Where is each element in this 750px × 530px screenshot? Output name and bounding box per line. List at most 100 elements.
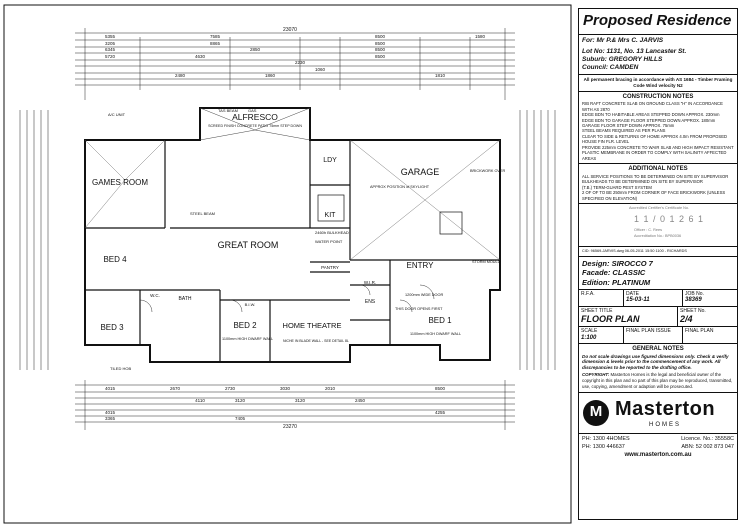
stamp-line-2: Accreditation No.: BPB0036: [634, 233, 682, 238]
certifier-stamp: Accredited Certifier's Certificate No. 1…: [579, 204, 737, 247]
edition: Edition: PLATINUM: [582, 277, 651, 287]
construction-notes: CONSTRUCTION NOTES RIB RAFT CONCRETE SLA…: [579, 92, 737, 165]
label-wide-door: 1200mm WIDE DOOR: [405, 293, 443, 297]
room-bed2: BED 2: [233, 321, 257, 330]
dim-bottom-10: 2450: [355, 398, 366, 403]
final-plan-cell: FINAL PLAN ISSUE: [624, 327, 683, 344]
dim-bottom-1: 4015: [105, 386, 116, 391]
rfa-label: R.F.A.: [581, 291, 595, 298]
label-steel-beam: STEEL BEAM: [190, 211, 215, 216]
additional-notes-heading: ADDITIONAL NOTES: [628, 166, 688, 173]
brand-logo: M Masterton HOMES: [579, 393, 737, 435]
label-bulkhead: 2460h BULKHEAD: [315, 230, 349, 235]
scale-label: SCALE: [581, 328, 598, 335]
suburb: Suburb: GREGORY HILLS: [582, 56, 663, 63]
job-number: 38369: [685, 297, 702, 304]
additional-note-2: (T.B.) TERM-GUARD PEST SYSTEM: [582, 184, 652, 190]
room-games: GAMES ROOM: [92, 178, 148, 187]
dim-top-18: 1810: [435, 73, 446, 78]
sheet-border: [3, 4, 572, 524]
label-opens-first: THIS DOOR OPENS FIRST: [395, 307, 443, 311]
construction-note-4: STEEL BEAMS REQUIRED AS PER PLANS: [582, 128, 666, 134]
room-home-theatre: HOME THEATRE: [283, 321, 342, 330]
final-plan: FINAL PLAN: [685, 328, 714, 335]
dim-top-16: 2480: [175, 73, 186, 78]
dim-bottom-13: 4255: [435, 410, 446, 415]
abn: ABN: 52 002 873 047: [681, 443, 734, 450]
dim-top-3: 8500: [375, 34, 386, 39]
label-storm-mould: STORM MOULD: [472, 260, 501, 264]
construction-note-5: CLEAR TO SIDE & RETURNS OF HOME APPROX 4…: [582, 133, 728, 145]
dim-top-14: 2230: [295, 60, 306, 65]
floor-plan-drawing: 23070 5355 7585 8500 1580 3205 8865 8500…: [3, 4, 572, 524]
door-swings: [139, 284, 435, 313]
stamp-line-0: Accredited Certifier's Certificate No.: [629, 205, 690, 210]
side-dimensions: [19, 110, 556, 370]
design-info: Design: SIROCCO 7 Facade: CLASSIC Editio…: [579, 257, 737, 291]
dim-bottom-8: 3120: [235, 398, 246, 403]
label-brickwork: BRICKWORK OVER: [470, 169, 505, 173]
scale-value: 1:100: [581, 334, 597, 341]
dim-top-9: 2850: [250, 47, 261, 52]
construction-note-2: EDGE BDN TO GARAGE FLOOR STEPPED DOWN AP…: [582, 117, 716, 123]
brand-sub: HOMES: [649, 421, 682, 428]
additional-note-3: 2 OF OF TO BE 250mm FROM CORNER OF FACE …: [582, 190, 726, 201]
sheet-title-label: SHEET TITLE: [581, 307, 613, 314]
dim-bottom-5: 2010: [325, 386, 336, 391]
dim-top-13: 8500: [375, 54, 386, 59]
dim-top-4: 1580: [475, 34, 486, 39]
stamp-line-1: Officer : C. Rees: [634, 227, 662, 232]
dim-top-11: 5720: [105, 54, 116, 59]
dim-bottom-4: 3030: [280, 386, 291, 391]
room-kit: KIT: [325, 212, 337, 219]
bottom-dimensions: [75, 380, 515, 430]
client-name: For: Mr P.& Mrs C. JARVIS: [582, 36, 664, 44]
copyright-text: Masterton Homes is the legal and benefic…: [582, 372, 733, 389]
room-bath: BATH: [179, 296, 192, 302]
dim-top-15: 1060: [315, 67, 326, 72]
room-ens: ENS: [365, 299, 376, 305]
room-wir: W.I.R.: [364, 280, 376, 285]
dim-top-17: 1860: [265, 73, 276, 78]
job-label: JOB No.: [685, 291, 704, 298]
dim-bottom-6: 8500: [435, 386, 446, 391]
general-notes: GENERAL NOTES Do not scale drawings use …: [579, 344, 737, 393]
bracing-note: All permanent bracing in accordance with…: [579, 75, 737, 92]
dim-top-7: 8500: [375, 41, 386, 46]
lot-number: Lot No: 1131, No. 13 Lancaster St.: [582, 47, 687, 55]
dim-top-0: 23070: [283, 27, 297, 33]
final-plan-issue: FINAL PLAN ISSUE: [626, 328, 671, 335]
website-link[interactable]: www.masterton.com.au: [624, 451, 692, 458]
sheet-title: FLOOR PLAN: [581, 314, 640, 325]
dim-top-10: 8500: [375, 47, 386, 52]
facade: Facade: CLASSIC: [582, 268, 646, 278]
label-dwarf-wall-bed1: 1100mm HIGH DWARF WALL: [410, 332, 461, 336]
room-great-room: GREAT ROOM: [218, 240, 279, 250]
general-notes-heading: GENERAL NOTES: [632, 346, 684, 353]
dim-bottom-2: 2670: [170, 386, 181, 391]
copyright-heading: COPYRIGHT:: [582, 372, 610, 378]
rfa-cell: R.F.A.: [579, 290, 624, 306]
additional-note-1: BULKHEADS TO BE DETERMINED ON SITE BY SU…: [582, 179, 703, 185]
brand-name: Masterton: [615, 397, 716, 420]
sheet-no-label: SHEET No.: [680, 307, 706, 314]
room-bed4: BED 4: [103, 255, 127, 264]
alfresco-roof: [199, 107, 311, 141]
garage-skylight: [439, 211, 463, 235]
dim-bottom-11: 4015: [105, 410, 116, 415]
dim-bottom-9: 3120: [295, 398, 306, 403]
label-water-point: WATER POINT: [315, 239, 343, 244]
title-block: Proposed Residence For: Mr P.& Mrs C. JA…: [578, 8, 738, 520]
label-tas-beam: TAS BEAM: [218, 108, 238, 113]
masterton-logo-icon: M: [583, 399, 609, 426]
label-biw: B.I.W.: [245, 302, 256, 307]
dim-bottom-12: 7405: [235, 416, 246, 421]
licence-number: Licence. No.: 35558C: [681, 436, 734, 443]
date-value: 15-03-11: [626, 297, 650, 304]
room-alfresco: ALFRESCO: [232, 112, 278, 122]
